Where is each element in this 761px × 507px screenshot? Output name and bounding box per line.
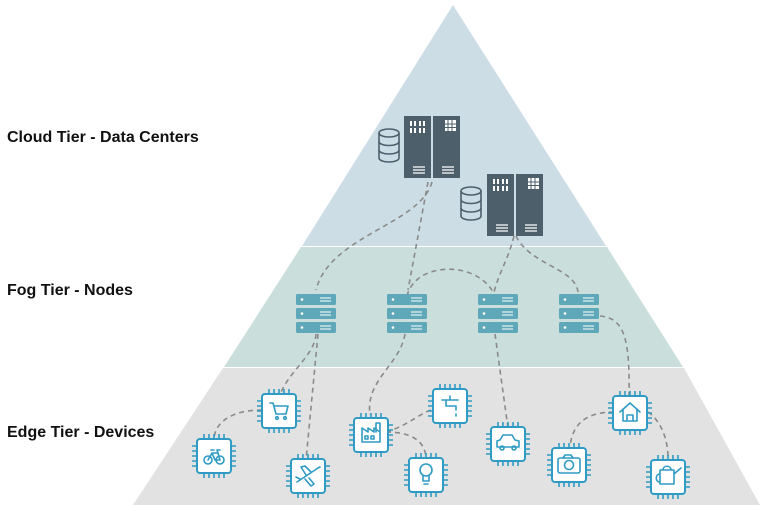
connection-line: [305, 333, 319, 461]
connection-line: [279, 333, 317, 396]
device-chip-car: [486, 422, 530, 466]
device-chip-home: [608, 391, 652, 435]
device-chip-airplane: [286, 454, 330, 498]
fog-node-1: [296, 294, 336, 333]
airplane-icon: [295, 465, 321, 487]
connection-line: [493, 235, 515, 293]
server-stack-icon: [387, 294, 427, 333]
factory-icon: [361, 422, 381, 443]
connection-line: [213, 409, 263, 439]
device-chip-factory: [349, 413, 393, 457]
fog-node-2: [387, 294, 427, 333]
device-chip-shopping-cart: [257, 389, 301, 433]
fog-tier-band: [224, 247, 683, 367]
connection-line: [407, 181, 429, 291]
shopping-cart-icon: [269, 402, 289, 421]
watering-can-icon: [655, 465, 682, 485]
water-tap-icon: [441, 395, 459, 417]
database-icon: [460, 186, 482, 221]
connection-line: [515, 235, 579, 293]
camera-icon: [557, 454, 581, 474]
server-stack-icon: [559, 294, 599, 333]
fog-tier-label: Fog Tier - Nodes: [7, 282, 133, 299]
device-chip-camera: [547, 443, 591, 487]
home-icon: [619, 402, 641, 422]
device-chip-watering-can: [646, 455, 690, 499]
data-center-2: [460, 174, 543, 236]
connection-line: [406, 268, 494, 297]
connection-line: [368, 333, 406, 416]
connection-line: [647, 411, 669, 459]
device-chip-light-bulb: [404, 453, 448, 497]
cloud-tier-label: Cloud Tier - Data Centers: [7, 129, 199, 146]
edge-tier-label: Edge Tier - Devices: [7, 424, 155, 441]
fog-node-3: [478, 294, 518, 333]
connection-line: [569, 411, 615, 448]
bicycle-icon: [203, 449, 225, 465]
database-icon: [378, 128, 400, 163]
data-center-1: [378, 116, 460, 178]
connection-line: [385, 407, 438, 433]
fog-node-4: [559, 294, 599, 333]
server-stack-icon: [296, 294, 336, 333]
server-rack-icon: [404, 116, 460, 178]
car-icon: [496, 434, 520, 451]
connection-line: [494, 333, 509, 429]
light-bulb-icon: [419, 463, 433, 485]
server-stack-icon: [478, 294, 518, 333]
server-rack-icon: [487, 174, 543, 236]
